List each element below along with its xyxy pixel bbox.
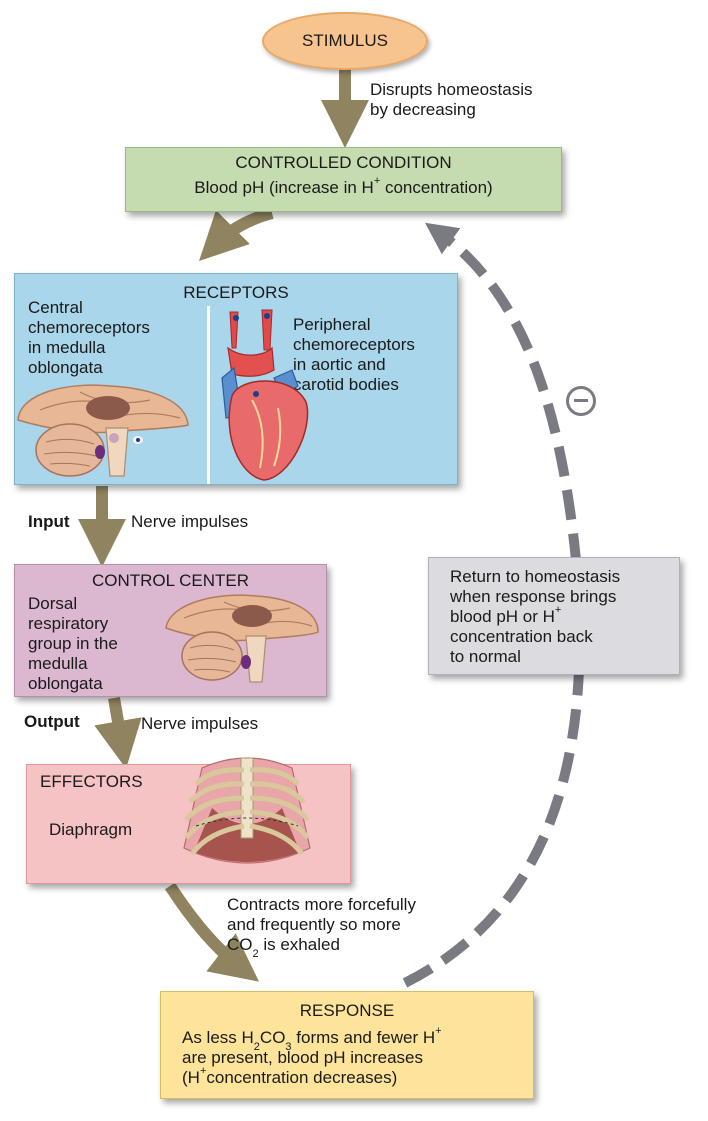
central-line4: oblongata <box>28 358 103 377</box>
stimulus-note-line2: by decreasing <box>370 100 476 119</box>
control-center-title: CONTROL CENTER <box>91 571 250 590</box>
negative-feedback-icon <box>566 386 596 416</box>
receptors-title: RECEPTORS <box>183 283 289 302</box>
effectors-title: EFFECTORS <box>40 772 143 791</box>
control-center-line4: medulla <box>28 654 88 673</box>
effectors-text: Diaphragm <box>49 820 133 839</box>
stimulus-title: STIMULUS <box>302 31 388 50</box>
feedback-box <box>428 557 680 675</box>
peripheral-line3: in aortic and <box>293 355 386 374</box>
control-center-line1: Dorsal <box>28 594 78 613</box>
input-label: Input <box>28 512 70 531</box>
effect-note-line2: and frequently so more <box>227 915 401 934</box>
arrow-condition-to-receptors <box>199 207 274 261</box>
peripheral-line1: Peripheral <box>293 315 371 334</box>
feedback-line4: concentration back <box>450 627 593 646</box>
central-line2: chemoreceptors <box>28 318 150 337</box>
response-box <box>160 991 534 1099</box>
central-line3: in medulla <box>28 338 106 357</box>
controlled-condition-text: Blood pH (increase in H+ concentration) <box>194 175 493 197</box>
controlled-condition-title: CONTROLLED CONDITION <box>235 153 452 172</box>
feedback-dashed-loop <box>402 222 585 988</box>
central-line1: Central <box>28 298 83 317</box>
response-line3: (H+concentration decreases) <box>182 1065 398 1087</box>
peripheral-line4: carotid bodies <box>293 375 399 394</box>
receptors-divider <box>207 306 210 484</box>
response-title: RESPONSE <box>299 1001 395 1020</box>
control-center-line2: respiratory <box>28 614 109 633</box>
control-center-line3: group in the <box>28 634 118 653</box>
arrow-control-to-effectors <box>94 696 142 769</box>
stimulus-note-line1: Disrupts homeostasis <box>370 80 533 99</box>
output-label: Output <box>24 712 80 731</box>
control-brain-illustration <box>165 594 319 683</box>
peripheral-line2: chemoreceptors <box>293 335 415 354</box>
input-text: Nerve impulses <box>131 512 249 531</box>
heart-illustration <box>221 309 309 481</box>
control-center-line5: oblongata <box>28 674 103 693</box>
feedback-line2: when response brings <box>450 587 617 606</box>
controlled-condition-box <box>125 147 562 212</box>
response-line2: are present, blood pH increases <box>182 1048 423 1067</box>
feedback-line5: to normal <box>450 647 521 666</box>
effect-note-line1: Contracts more forcefully <box>227 895 416 914</box>
ribcage-illustration <box>183 757 311 864</box>
brain-illustration <box>17 384 189 477</box>
output-text: Nerve impulses <box>141 714 259 733</box>
arrow-effectors-to-response <box>164 882 259 982</box>
effect-note-line3: CO2 is exhaled <box>227 935 340 961</box>
feedback-line3: blood pH or H+ <box>450 604 562 626</box>
response-line1: As less H2CO3 forms and fewer H+ <box>182 1025 442 1054</box>
stimulus-oval <box>262 12 428 70</box>
feedback-line1: Return to homeostasis <box>450 567 621 586</box>
